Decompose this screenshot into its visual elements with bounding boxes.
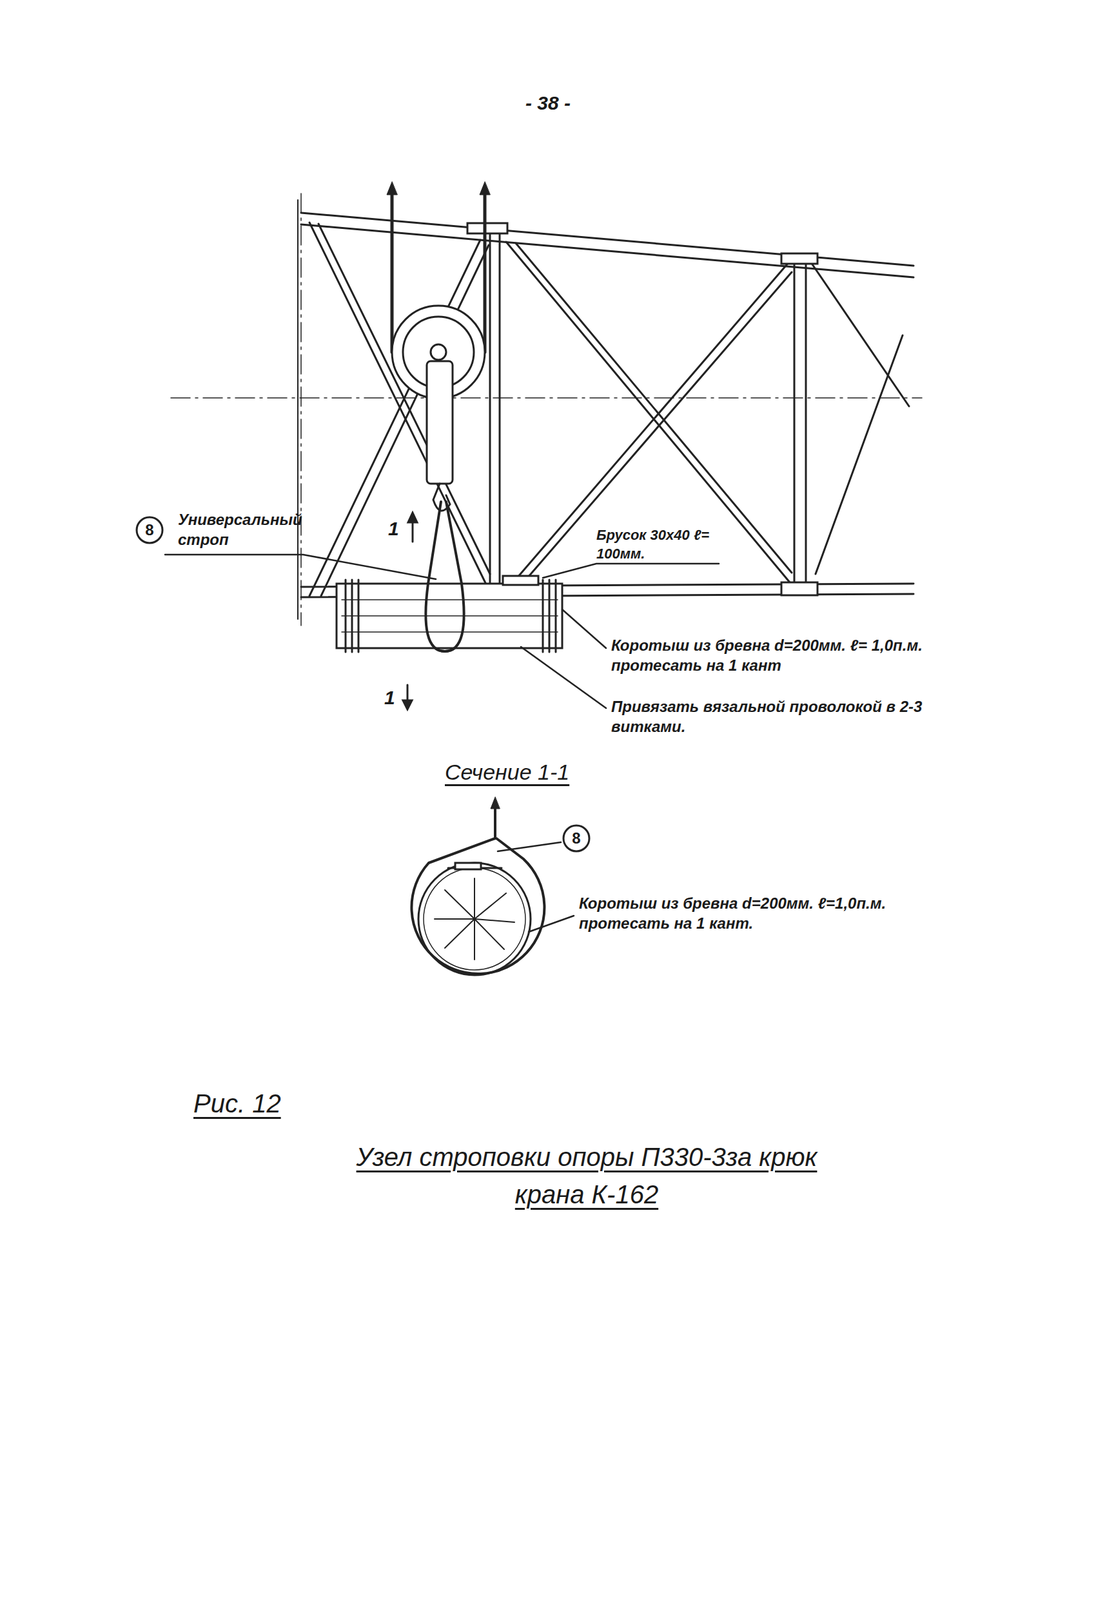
log-section-part-part	[444, 889, 475, 919]
log-piece-part	[341, 598, 558, 601]
universal-sling-part	[446, 501, 462, 584]
truss-part	[781, 253, 818, 264]
log-piece-part	[341, 631, 558, 633]
section-mark-part	[402, 700, 412, 710]
truss-part	[812, 264, 910, 407]
truss-part	[515, 243, 792, 573]
log-piece-part	[542, 579, 545, 652]
truss-part	[467, 223, 508, 234]
figure-caption: Узел строповки опоры П330-3за крюк крана…	[335, 1137, 839, 1213]
truss-part	[509, 261, 790, 587]
log-section-part	[423, 867, 526, 970]
log-piece-part	[502, 575, 539, 585]
universal-sling-part	[428, 501, 441, 584]
pulley-block	[391, 305, 485, 511]
truss-part	[506, 241, 790, 583]
pulley-block-part	[430, 344, 447, 360]
page-number: - 38 -	[493, 90, 603, 116]
axis-line-part	[300, 193, 302, 626]
log-section-part-part	[474, 892, 507, 919]
log-piece-part	[425, 583, 464, 652]
note-label: Коротыш из бревна d=200мм. ℓ=1,0п.м. про…	[578, 892, 928, 933]
log-piece-part	[357, 579, 360, 652]
truss-part	[309, 239, 481, 596]
truss-part	[781, 582, 818, 596]
log-piece	[336, 575, 563, 652]
note-label: Рис. 12	[193, 1086, 282, 1120]
truss-part	[489, 229, 492, 588]
truss-part	[321, 244, 489, 596]
note-label: Коротыш из бревна d=200мм. ℓ= 1,0п.м. пр…	[611, 635, 947, 676]
note-label: 1	[384, 684, 396, 710]
truss-part	[499, 230, 501, 588]
note-label: Универсальный строп	[177, 509, 307, 550]
log-section-part-part	[434, 918, 475, 920]
crane-rope-part	[479, 181, 490, 195]
callout-number: 8	[571, 829, 581, 848]
log-section-part-part	[473, 878, 476, 919]
log-section-part	[434, 878, 515, 960]
callout-circle: 8	[135, 515, 164, 545]
callout-circle: 8	[562, 823, 591, 853]
log-section-part-part	[474, 918, 515, 922]
callout-number: 8	[145, 520, 154, 539]
log-section-part	[411, 805, 545, 974]
crane-rope-part	[386, 181, 398, 195]
section-mark	[402, 512, 418, 710]
truss-part	[793, 255, 796, 585]
leader-line	[165, 554, 719, 932]
truss	[297, 199, 914, 619]
log-section-part-part	[474, 918, 505, 950]
leader-line-part	[528, 915, 574, 932]
truss-part	[309, 222, 487, 586]
note-label: Брусок 30х40 ℓ= 100мм.	[596, 526, 726, 563]
log-section-part-part	[473, 918, 476, 960]
log-section-part	[490, 796, 500, 809]
callout-ring	[563, 825, 590, 852]
log-piece-part	[351, 579, 354, 652]
log-piece-part	[341, 615, 558, 617]
pulley-block-part	[426, 361, 453, 484]
leader-line-part	[542, 563, 719, 578]
section-mark-part	[408, 512, 418, 523]
log-section	[411, 796, 545, 975]
callout-ring	[136, 517, 163, 543]
axis-line	[170, 193, 922, 626]
leader-line-part	[165, 554, 436, 579]
leader-line-part	[520, 646, 607, 708]
crane-rope-part	[390, 193, 394, 353]
leader-line-part	[562, 609, 607, 648]
note-label: Сечение 1-1	[444, 757, 570, 786]
crane-rope-part	[483, 193, 487, 353]
log-piece-part	[555, 579, 558, 652]
log-piece-part	[548, 579, 551, 652]
axis-line-part	[170, 397, 922, 399]
log-piece-part	[336, 583, 563, 648]
note-label: 1	[388, 515, 400, 541]
truss-part	[519, 272, 792, 587]
log-section-part	[455, 862, 481, 870]
truss-part	[297, 199, 299, 619]
log-piece-part	[344, 579, 347, 652]
note-label: Привязать вязальной проволокой в 2-3 вит…	[611, 696, 973, 737]
log-section-part-part	[444, 918, 475, 948]
truss-part	[815, 335, 903, 574]
truss-part	[805, 256, 808, 585]
